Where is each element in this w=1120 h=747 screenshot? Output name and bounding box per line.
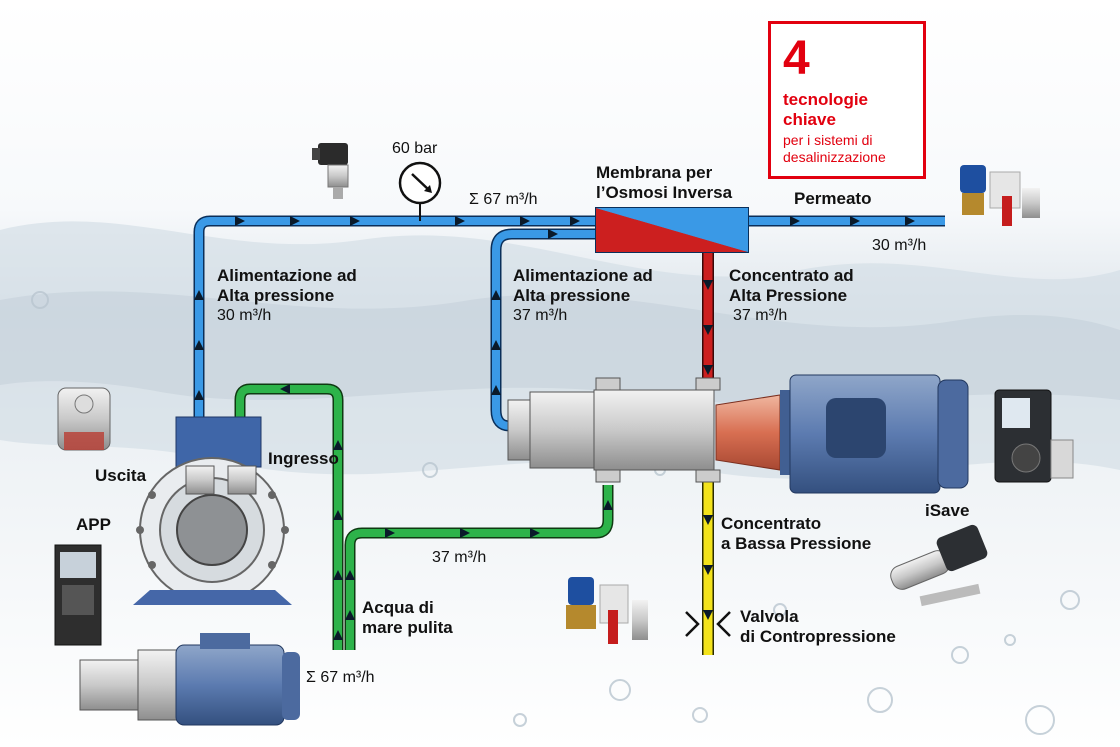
lp-concentrate-label: Concentrato a Bassa Pressione <box>721 514 872 553</box>
key-subtitle-1: per i sistemi di <box>783 132 873 148</box>
solenoid-valve-icon-bottom <box>566 577 648 644</box>
permeate-flow: 30 m³/h <box>872 237 927 254</box>
bubbles <box>31 291 1080 735</box>
app-pump <box>133 416 292 605</box>
seawater-label: Acqua di mare pulita <box>362 598 453 637</box>
hp-concentrate-label: Concentrato ad Alta Pressione 37 m³/h <box>729 266 854 324</box>
inlet-label: Ingresso <box>268 449 339 468</box>
isave-label: iSave <box>925 501 970 520</box>
total-inlet-flow: Σ 67 m³/h <box>306 669 375 686</box>
outlet-label: Uscita <box>95 466 147 485</box>
booster-pump-icon <box>890 524 988 607</box>
isave-unit <box>507 374 969 494</box>
pressure-transmitter-icon <box>312 143 349 199</box>
drive-product-icon <box>54 544 102 646</box>
permeate-label: Permeato <box>794 189 872 208</box>
hp-feed-pipe-isave <box>490 228 600 432</box>
pump-product-icon <box>57 387 111 451</box>
back-pressure-valve-icon <box>685 611 731 637</box>
main-motor <box>79 633 300 726</box>
hp-feed-left-label: Alimentazione ad Alta pressione 30 m³/h <box>217 266 357 324</box>
back-pressure-valve-label: Valvola di Contropressione <box>740 607 896 646</box>
flow-arrows <box>194 216 915 640</box>
isave-feed-flow: 37 m³/h <box>432 549 487 566</box>
key-subtitle-2: desalinizzazione <box>783 149 886 165</box>
total-feed-flow: Σ 67 m³/h <box>469 191 538 208</box>
ro-membrane <box>595 207 749 253</box>
hp-feed-isave-label: Alimentazione ad Alta pressione 37 m³/h <box>513 266 653 324</box>
pressure-gauge-icon <box>398 161 442 221</box>
app-label: APP <box>76 515 111 534</box>
vfd-product-icon <box>994 389 1074 483</box>
membrane-label: Membrana per l’Osmosi Inversa <box>596 163 733 202</box>
key-title-1: tecnologie <box>783 90 869 109</box>
key-title-2: chiave <box>783 110 836 129</box>
key-technologies-box: 4 tecnologie chiave per i sistemi di des… <box>768 21 926 179</box>
solenoid-valve-icon-top <box>960 165 1040 226</box>
hp-feed-pipe-left <box>193 215 600 465</box>
gauge-pressure-label: 60 bar <box>392 140 438 157</box>
key-count: 4 <box>783 32 810 85</box>
